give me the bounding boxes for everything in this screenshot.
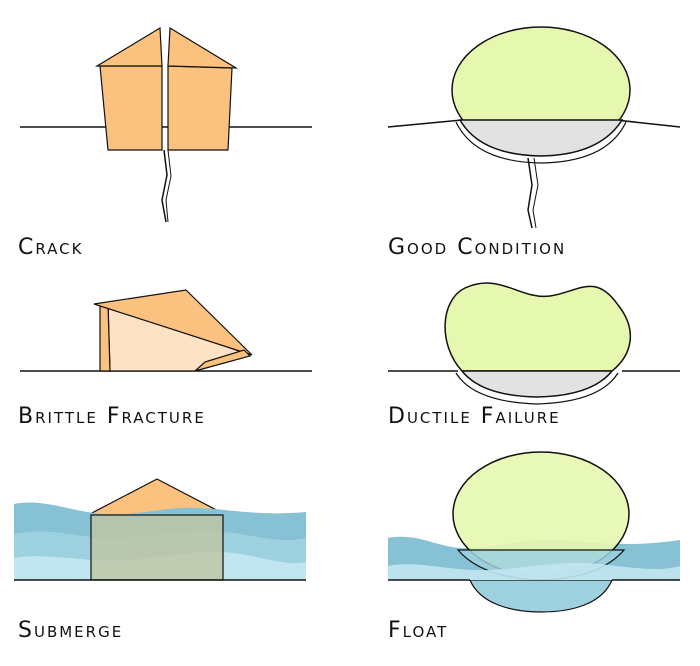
house-right-roof <box>167 26 239 69</box>
submerge-illustration <box>14 478 306 581</box>
house-right-wall <box>167 65 233 151</box>
good-condition-illustration <box>387 26 681 229</box>
submerged-house-wall <box>90 514 224 581</box>
crack-fissure-edge <box>532 157 539 229</box>
foundation-shadow-arc <box>455 121 627 164</box>
foundation-pit <box>469 579 613 613</box>
house-left-half <box>94 26 163 151</box>
house-left-roof <box>94 26 163 67</box>
ductile-failure-illustration <box>388 282 680 405</box>
water-front-layer <box>388 562 680 580</box>
label-ductile-failure: Ductile Failure <box>388 404 561 429</box>
crack-illustration <box>20 26 312 223</box>
deformed-building-blob <box>444 282 632 372</box>
label-crack: Crack <box>18 235 84 260</box>
crack-fissure <box>161 149 168 223</box>
standing-wall <box>99 303 111 372</box>
float-illustration <box>388 451 680 613</box>
label-submerge: Submerge <box>18 618 124 643</box>
brittle-fracture-illustration <box>20 289 312 372</box>
crack-fissure-edge <box>165 149 172 223</box>
house-right-half <box>167 26 239 151</box>
collapsed-roof <box>93 289 253 356</box>
broken-wall-fragment <box>194 349 252 372</box>
crack-fissure <box>527 157 533 229</box>
ground-line-left <box>387 119 463 128</box>
ground-line-right <box>615 119 681 128</box>
foundation-shadow-arc <box>455 372 619 405</box>
foundation <box>458 119 624 157</box>
label-brittle-fracture: Brittle Fracture <box>18 404 206 429</box>
label-float: Float <box>388 618 449 643</box>
house-left-wall <box>99 65 163 151</box>
foundation <box>460 370 614 398</box>
label-good-condition: Good Condition <box>388 235 567 260</box>
